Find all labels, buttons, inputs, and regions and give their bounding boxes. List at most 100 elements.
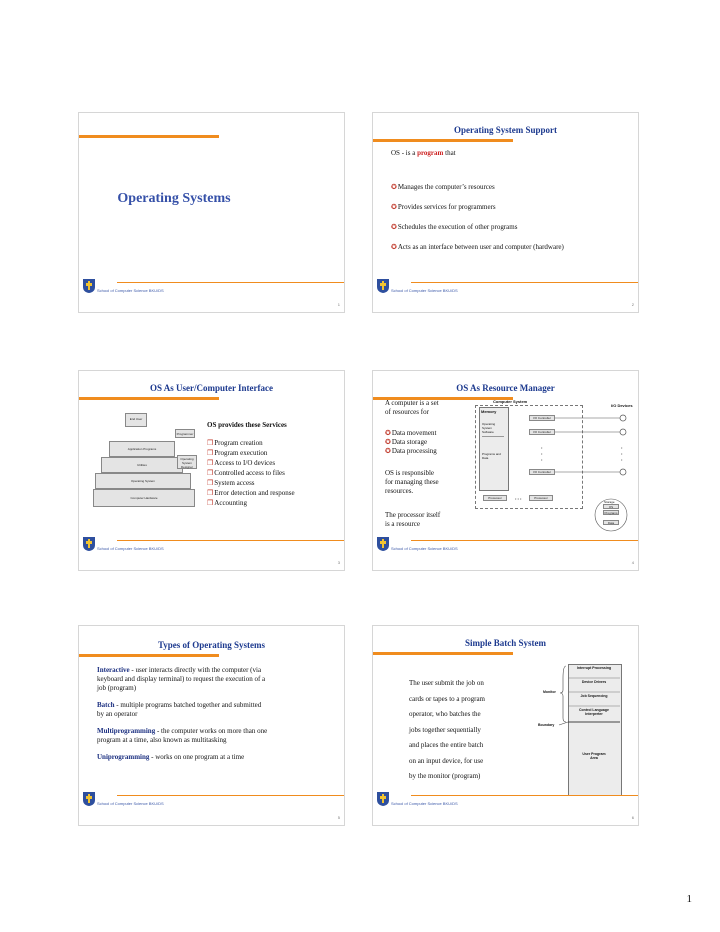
os-type-desc: - the computer works on more than one — [155, 727, 268, 735]
device-drivers-cell: Device Drivers — [581, 680, 607, 684]
resource-bullets: ✪Data movement ✪Data storage ✪Data proce… — [385, 429, 437, 456]
text-line: cards or tapes to a program — [409, 694, 485, 703]
intro-emphasis: program — [417, 149, 444, 157]
slide-top-bar — [79, 135, 219, 138]
bullet-text: Acts as an interface between user and co… — [397, 243, 564, 251]
service-text: Controlled access to files — [214, 469, 285, 477]
slide-bottom-bar — [411, 282, 638, 283]
slide-top-bar — [373, 652, 513, 655]
slide-top-bar — [79, 654, 219, 657]
monitor-label: Monitor — [543, 690, 556, 694]
slide-bottom-bar — [117, 540, 344, 541]
slide-page-number: 3 — [337, 560, 340, 565]
os-type-paragraph: Batch - multiple programs batched togeth… — [97, 701, 267, 719]
service-text: Program creation — [214, 439, 263, 447]
memory-layout-diagram: Interrupt Processing Device Drivers Job … — [538, 664, 633, 796]
os-type-paragraph: Multiprogramming - the computer works on… — [97, 727, 267, 745]
service-item: ❒System access — [207, 479, 255, 488]
intro-prefix: OS - is a — [391, 149, 418, 157]
text-line: and places the entire batch — [409, 741, 484, 749]
slide-3: OS As User/Computer Interface End User P… — [78, 370, 345, 571]
svg-text:•: • — [621, 457, 623, 462]
service-item: ❒Controlled access to files — [207, 469, 285, 478]
memory-box: Memory Operating System Software Program… — [479, 407, 509, 491]
slide-footer: School of Computer Science BKU/DS — [391, 801, 458, 806]
text-line: The processor itself — [385, 511, 441, 519]
os-software-label: Operating System Software — [482, 422, 504, 437]
service-text: Access to I/O devices — [214, 459, 276, 467]
school-logo-icon — [83, 279, 95, 293]
text-line: The user submit the job on — [409, 679, 484, 687]
programs-data-label: Programs and Data — [482, 452, 501, 460]
slide-footer: School of Computer Science BKU/DS — [97, 288, 164, 293]
services-heading: OS provides these Services — [207, 421, 287, 429]
service-item: ❒Program execution — [207, 449, 267, 458]
checkbox-bullet-icon: ❒ — [207, 489, 214, 497]
io-controller-box: I/O Controller — [529, 429, 555, 435]
svg-text:•: • — [621, 445, 623, 450]
processor-text: The processor itself is a resource — [385, 511, 440, 529]
slide-title: OS As User/Computer Interface — [149, 383, 274, 393]
text-line: of resources for — [385, 408, 429, 416]
os-types-list: Interactive - user interacts directly wi… — [97, 666, 267, 762]
bullet-item: ✪Schedules the execution of other progra… — [391, 223, 517, 232]
slide-footer: School of Computer Science BKU/DS — [97, 546, 164, 551]
svg-text:•: • — [541, 457, 543, 462]
service-item: ❒Error detection and response — [207, 489, 295, 498]
school-logo-icon — [377, 537, 389, 551]
io-controller-box: I/O Controller — [529, 469, 555, 475]
slide-2: Operating System Support OS - is a progr… — [372, 112, 639, 313]
text-line: is a resource — [385, 520, 420, 528]
slide-page-number: 4 — [631, 560, 634, 565]
os-type-paragraph: Interactive - user interacts directly wi… — [97, 666, 267, 693]
memory-label: Memory — [481, 409, 497, 414]
memory-column — [568, 664, 622, 796]
intro-suffix: that — [443, 149, 456, 157]
interrupt-processing-cell: Interrupt Processing — [576, 666, 612, 670]
slide-page-number: 5 — [337, 815, 340, 820]
bullet-item: ✪Data storage — [385, 438, 437, 447]
slide-bottom-bar — [117, 282, 344, 283]
text-line: by the monitor (program) — [409, 772, 481, 780]
checkbox-bullet-icon: ❒ — [207, 449, 214, 457]
os-type-desc: by an operator — [97, 710, 138, 718]
bullet-icon: ✪ — [391, 183, 397, 191]
os-type-desc: keyboard and display terminal) to reques… — [97, 675, 266, 683]
memory-partitions — [558, 665, 620, 726]
svg-text:•: • — [541, 445, 543, 450]
bullet-text: Manages the computer’s resources — [397, 183, 495, 191]
bullet-icon: ✪ — [391, 223, 397, 231]
control-language-cell: Control Language Interpreter — [579, 708, 609, 716]
bullet-item: ✪Manages the computer’s resources — [391, 183, 495, 192]
job-sequencing-cell: Job Sequencing — [580, 694, 608, 698]
text-line: on an input device, for use — [409, 756, 484, 765]
storage-data-box: Data — [603, 520, 619, 525]
slide-5: Types of Operating Systems Interactive -… — [78, 625, 345, 826]
service-text: Program execution — [214, 449, 268, 457]
slide-bottom-bar — [117, 795, 344, 796]
checkbox-bullet-icon: ❒ — [207, 469, 214, 477]
slide-top-bar — [373, 397, 513, 400]
bullet-item: ✪Data movement — [385, 429, 437, 438]
bullet-text: Data processing — [391, 447, 437, 455]
bullet-icon: ✪ — [391, 203, 397, 211]
slide-6: Simple Batch System The user submit the … — [372, 625, 639, 826]
os-type-desc: job (program) — [97, 684, 137, 692]
os-type-desc: - user interacts directly with the compu… — [129, 666, 262, 674]
slide-footer: School of Computer Science BKU/DS — [391, 546, 458, 551]
service-text: Error detection and response — [214, 489, 295, 497]
text-line: OS is responsible — [385, 469, 434, 477]
slide-intro: OS - is a program that — [391, 149, 456, 158]
os-type-paragraph: Uniprogramming - works on one program at… — [97, 753, 267, 762]
batch-description: The user submit the job on cards or tape… — [409, 676, 485, 785]
resource-intro: A computer is a set of resources for — [385, 399, 439, 417]
slide-title: OS As Resource Manager — [456, 383, 555, 393]
text-line: resources. — [385, 487, 414, 495]
user-program-area-cell: User Program Area — [582, 752, 606, 760]
slide-page-number: 6 — [631, 815, 634, 820]
os-type-term: Uniprogramming — [97, 753, 150, 761]
service-text: Accounting — [214, 499, 247, 507]
computer-system-label: Computer System — [493, 399, 528, 404]
bullet-text: Provides services for programmers — [397, 203, 496, 211]
computer-system-diagram: Computer System I/O Devices Memory Opera… — [471, 399, 636, 539]
